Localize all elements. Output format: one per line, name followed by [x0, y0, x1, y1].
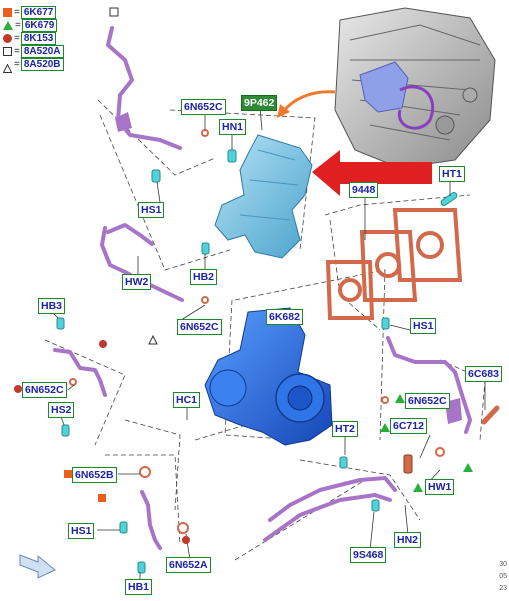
exhaust-manifold [214, 134, 313, 259]
callout-6n652c-left: 6N652C [22, 382, 67, 398]
callout-9s468: 9S468 [350, 547, 387, 563]
position-markers [14, 7, 473, 544]
turbo-drain-bolt [403, 454, 413, 474]
callout-hw1: HW1 [425, 479, 455, 495]
callout-6n652c-right: 6N652C [405, 393, 450, 409]
callout-ht2: HT2 [332, 421, 358, 437]
corner-ref-3: 23 [499, 585, 507, 592]
legend-code: 6K679 [21, 18, 58, 32]
turbocharger [204, 307, 333, 446]
fasteners [56, 149, 458, 574]
open-square-icon [3, 46, 12, 56]
red-pointer-arrow [312, 150, 432, 196]
coolant-oil-pipes [53, 26, 472, 550]
engine-block-inset [334, 7, 496, 169]
callout-6c683: 6C683 [465, 366, 502, 382]
callout-hb3: HB3 [38, 298, 66, 314]
callout-hb2: HB2 [190, 269, 218, 285]
callout-hb1: HB1 [125, 579, 153, 595]
callout-6n652c-mid: 6N652C [177, 319, 222, 335]
callout-6n652c-top: 6N652C [181, 99, 226, 115]
gasket-set [325, 208, 463, 320]
legend-item-6k679: = 6K679 [3, 18, 58, 32]
callout-hs2: HS2 [48, 402, 75, 418]
callout-9p462: 9P462 [241, 95, 278, 111]
legend-item-8a520b: = 8A520B [2, 57, 64, 73]
legend-code: 8A520A [20, 44, 64, 58]
orange-pointer-arrow [281, 90, 336, 113]
legend-code: 8A520B [20, 57, 64, 71]
legend-item-8a520a: = 8A520A [3, 44, 64, 58]
view-direction-arrow [19, 554, 56, 579]
callout-hs1-top: HS1 [138, 202, 165, 218]
green-triangle-icon [3, 20, 13, 30]
legend-item-6k677: = 6K677 [3, 5, 57, 19]
legend-item-8k153: = 8K153 [3, 31, 57, 45]
legend-code: 6K677 [20, 5, 57, 19]
callout-hc1: HC1 [173, 392, 201, 408]
callout-6c712: 6C712 [390, 418, 427, 434]
corner-ref-2: 05 [499, 573, 507, 580]
oil-feed-bolt [481, 405, 500, 425]
callout-hn2: HN2 [394, 532, 422, 548]
callout-9448: 9448 [349, 182, 379, 198]
orange-square-icon [3, 7, 12, 17]
callout-hw2: HW2 [122, 274, 152, 290]
orange-arrowhead [277, 104, 290, 118]
callout-6n652a: 6N652A [166, 557, 211, 573]
callout-hs1-bottom: HS1 [68, 523, 95, 539]
open-triangle-icon [2, 60, 13, 73]
callout-ht1: HT1 [439, 166, 465, 182]
red-circle-icon [3, 33, 12, 43]
callout-hs1-right: HS1 [410, 318, 437, 334]
callout-6n652b: 6N652B [72, 467, 117, 483]
callout-6k682: 6K682 [266, 309, 303, 325]
heat-shield-bracket [115, 112, 132, 132]
legend-code: 8K153 [20, 31, 57, 45]
callout-hn1: HN1 [219, 119, 247, 135]
corner-ref-1: 30 [499, 561, 507, 568]
